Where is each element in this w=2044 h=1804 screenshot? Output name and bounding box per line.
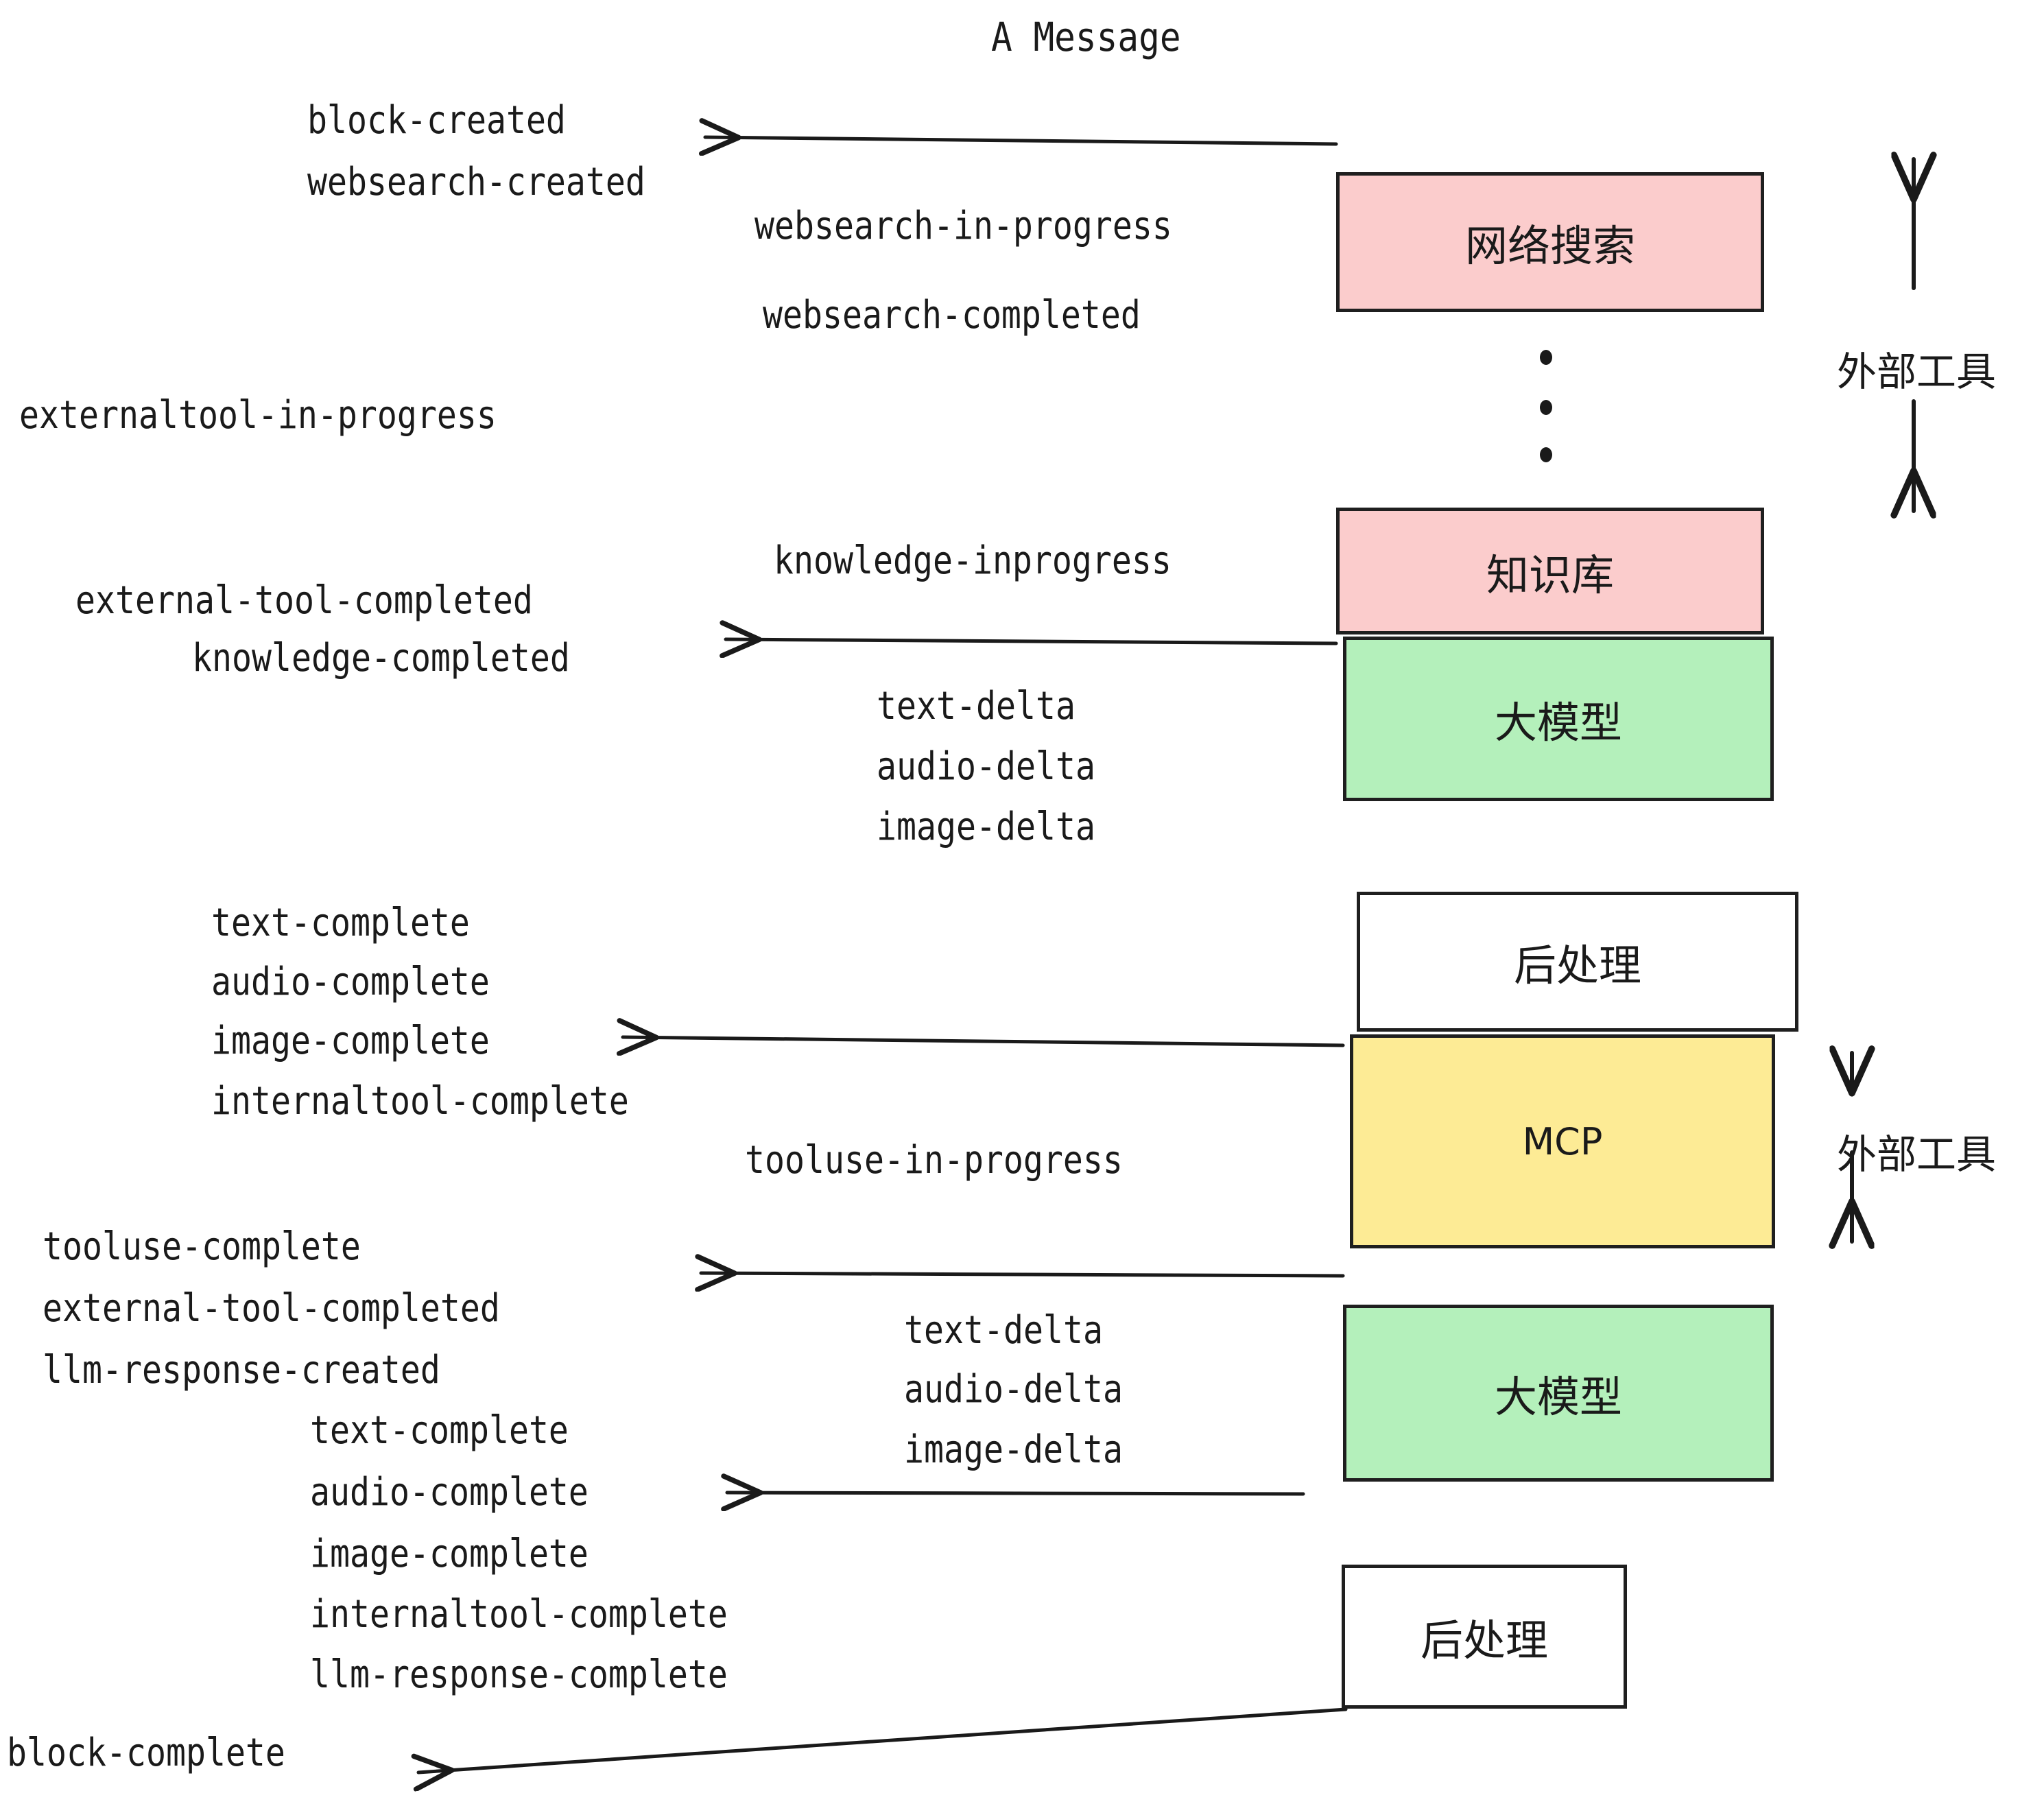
event-label-external-tool-completed-1: external-tool-completed xyxy=(75,578,533,623)
event-label-llm-response-complete: llm-response-complete xyxy=(310,1652,728,1697)
arrow-block-created xyxy=(705,137,1338,144)
node-label: 知识库 xyxy=(1486,549,1614,600)
event-label-tooluse-in-progress: tooluse-in-progress xyxy=(745,1138,1123,1183)
event-label-image-complete-1: image-complete xyxy=(211,1019,490,1063)
event-label-text-complete-2: text-complete xyxy=(310,1408,569,1453)
event-label-websearch-in-progress: websearch-in-progress xyxy=(754,204,1172,248)
arrow-image-complete xyxy=(623,1037,1345,1045)
node-label: 大模型 xyxy=(1494,1372,1622,1422)
ellipsis-dot xyxy=(1540,447,1552,462)
event-label-llm-response-created: llm-response-created xyxy=(43,1348,440,1392)
event-label-external-tool-completed-2: external-tool-completed xyxy=(43,1286,500,1331)
node-mcp: MCP xyxy=(1350,1034,1775,1248)
event-label-websearch-completed: websearch-completed xyxy=(763,293,1141,337)
event-label-text-complete-1: text-complete xyxy=(211,901,470,945)
node-label: MCP xyxy=(1522,1119,1603,1163)
event-label-audio-delta-1: audio-delta xyxy=(877,744,1095,789)
event-label-image-delta-1: image-delta xyxy=(877,805,1095,849)
event-label-text-delta-1: text-delta xyxy=(877,684,1076,728)
event-label-externaltool-in-progress: externaltool-in-progress xyxy=(19,393,497,438)
event-label-block-complete: block-complete xyxy=(7,1731,285,1775)
event-label-image-delta-2: image-delta xyxy=(904,1427,1123,1472)
arrow-audio-complete xyxy=(727,1493,1305,1494)
page-title: A Message xyxy=(991,14,1181,60)
node-llm-1: 大模型 xyxy=(1343,637,1774,801)
side-label-external-tools-top: 外部工具 xyxy=(1837,348,1997,395)
event-label-internaltool-complete-1: internaltool-complete xyxy=(211,1079,629,1124)
node-knowledge: 知识库 xyxy=(1336,508,1764,634)
side-label-external-tools-bottom: 外部工具 xyxy=(1837,1131,1997,1178)
node-llm-2: 大模型 xyxy=(1343,1305,1774,1482)
scope-arrow-group xyxy=(1852,159,1914,1242)
event-label-audio-complete-1: audio-complete xyxy=(211,960,490,1004)
flow-arrow-group xyxy=(418,137,1348,1772)
arrow-tooluse-complete xyxy=(701,1273,1345,1276)
node-label: 后处理 xyxy=(1513,940,1641,990)
event-label-websearch-created: websearch-created xyxy=(307,160,645,204)
node-label: 大模型 xyxy=(1494,698,1622,748)
event-label-knowledge-completed: knowledge-completed xyxy=(192,636,570,680)
ellipsis-dot xyxy=(1540,400,1552,415)
node-label: 后处理 xyxy=(1420,1615,1548,1665)
node-websearch: 网络搜索 xyxy=(1336,172,1764,312)
arrow-knowledge-complete xyxy=(726,639,1338,643)
event-label-tooluse-complete: tooluse-complete xyxy=(43,1224,361,1269)
node-label: 网络搜索 xyxy=(1464,221,1635,271)
arrow-block-complete xyxy=(418,1707,1348,1772)
event-label-audio-delta-2: audio-delta xyxy=(904,1367,1123,1412)
ellipsis-dot xyxy=(1540,350,1552,365)
node-postprocess-2: 后处理 xyxy=(1342,1565,1627,1709)
event-label-block-created: block-created xyxy=(307,98,566,143)
event-label-internaltool-complete-2: internaltool-complete xyxy=(310,1592,728,1637)
event-label-knowledge-inprogress: knowledge-inprogress xyxy=(774,538,1172,583)
event-label-audio-complete-2: audio-complete xyxy=(310,1470,589,1515)
node-postprocess-1: 后处理 xyxy=(1357,892,1798,1032)
event-label-image-complete-2: image-complete xyxy=(310,1532,589,1576)
event-label-text-delta-2: text-delta xyxy=(904,1308,1103,1353)
